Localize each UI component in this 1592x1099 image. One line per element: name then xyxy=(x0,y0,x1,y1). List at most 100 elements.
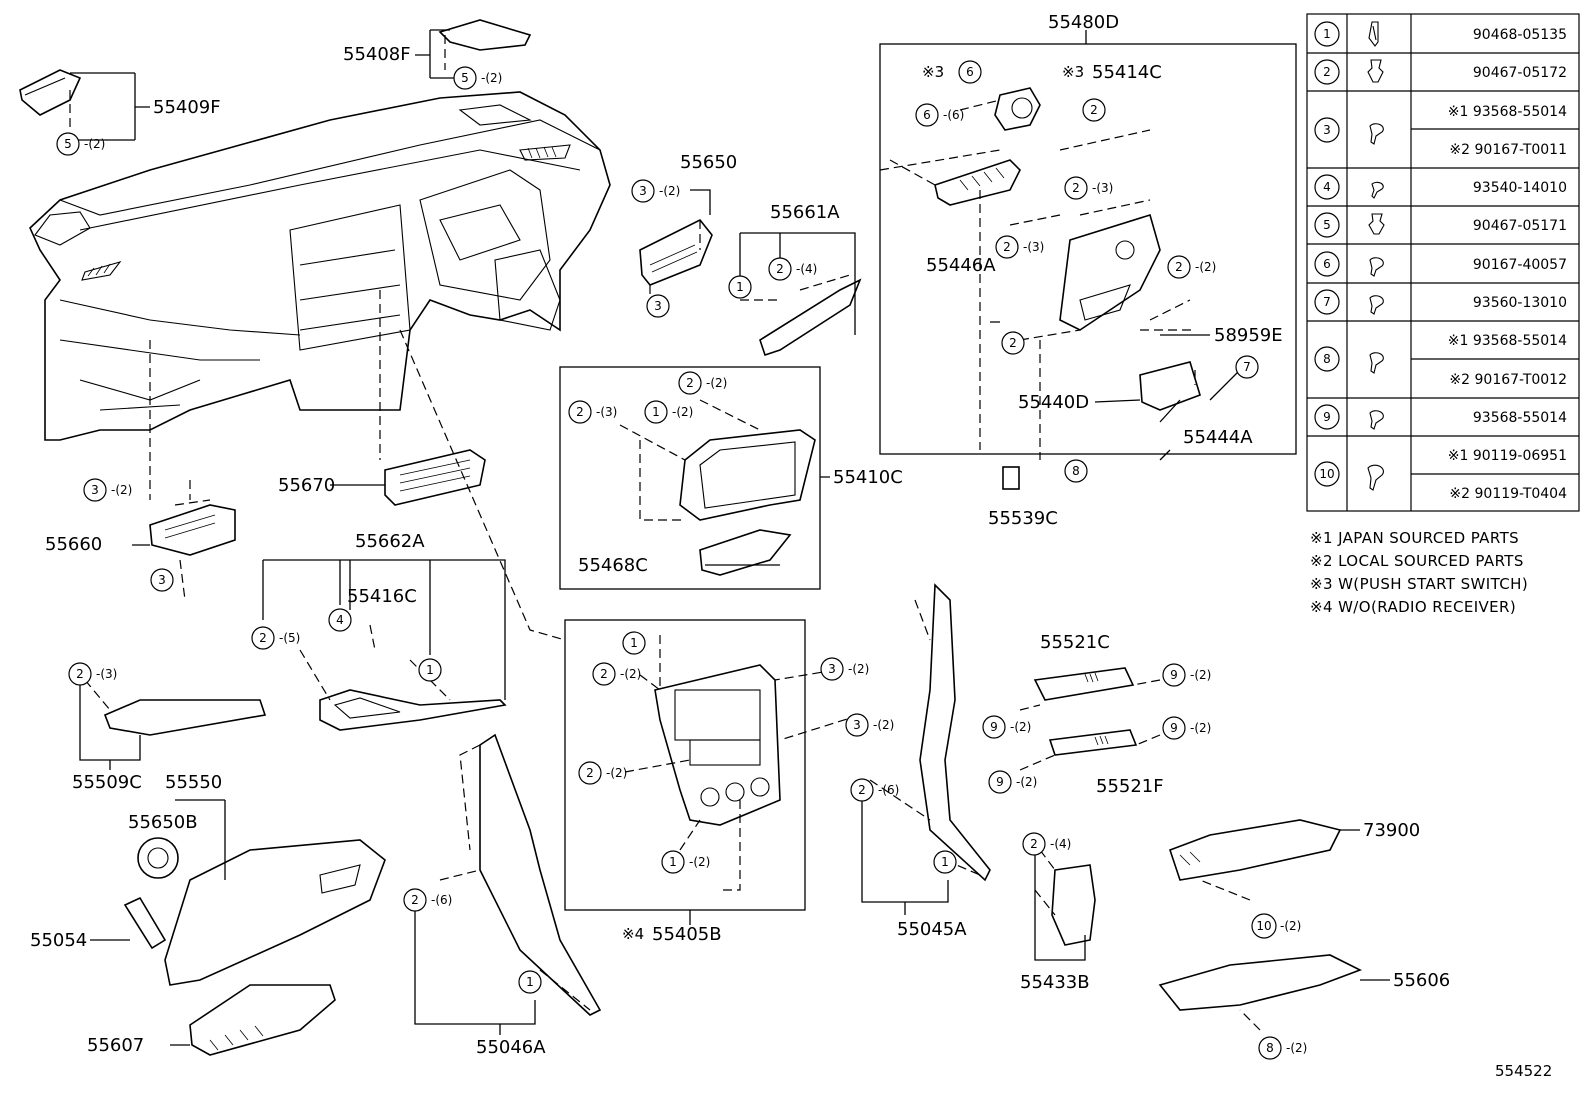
part-label-55662A: 55662A xyxy=(355,531,425,552)
part-55539C-drawing xyxy=(1002,466,1020,490)
svg-text:-(6): -(6) xyxy=(431,893,452,907)
table-row-4: 4 93540-14010 xyxy=(1314,174,1567,200)
svg-text:-(2): -(2) xyxy=(1016,775,1037,789)
part-label-55521F: 55521F xyxy=(1096,776,1164,797)
part-number: 93560-13010 xyxy=(1473,295,1567,311)
part-label-55521C: 55521C xyxy=(1040,632,1110,653)
row-number: 7 xyxy=(1323,295,1331,309)
part-label-55405B: 55405B xyxy=(652,924,722,945)
svg-text:-(3): -(3) xyxy=(96,667,117,681)
part-label-55410C: 55410C xyxy=(833,467,903,488)
svg-text:9: 9 xyxy=(990,720,998,734)
callout: 2-(2) xyxy=(578,761,627,785)
svg-text:2: 2 xyxy=(259,631,267,645)
callout: 3-(2) xyxy=(83,478,132,502)
callout: 2-(3) xyxy=(995,235,1044,259)
callout: 2-(2) xyxy=(592,662,641,686)
table-row-7: 7 93560-13010 xyxy=(1314,289,1567,315)
callout: 5-(2) xyxy=(56,132,105,156)
part-label-58959E: 58959E xyxy=(1214,325,1283,346)
part-label-55607: 55607 xyxy=(87,1035,144,1056)
part-number: ※2 90167-T0012 xyxy=(1449,372,1567,388)
svg-text:9: 9 xyxy=(1170,668,1178,682)
note-mark: ※4 xyxy=(622,925,644,943)
row-number: 1 xyxy=(1323,27,1331,41)
part-label-55550: 55550 xyxy=(165,772,222,793)
svg-text:3: 3 xyxy=(654,299,662,313)
svg-text:-(2): -(2) xyxy=(1010,720,1031,734)
row-number: 4 xyxy=(1323,180,1331,194)
note-mark: ※3 xyxy=(1062,63,1084,81)
callout: 1-(2) xyxy=(661,850,710,874)
row-number: 2 xyxy=(1323,65,1331,79)
svg-text:1: 1 xyxy=(941,855,949,869)
svg-text:-(6): -(6) xyxy=(943,108,964,122)
part-number: 90468-05135 xyxy=(1473,27,1567,43)
callout: 6-(6) xyxy=(915,103,964,127)
svg-text:-(4): -(4) xyxy=(796,262,817,276)
svg-text:-(2): -(2) xyxy=(706,376,727,390)
screw-icon xyxy=(1369,295,1384,315)
part-label-55409F: 55409F xyxy=(153,97,221,118)
callouts: 5-(2) 5-(2) 3-(2) 3 1 2-(4) 6 6-(6) 2 2-… xyxy=(56,60,1307,1060)
part-label-55440D: 55440D xyxy=(1018,392,1089,413)
note-3: ※3 W(PUSH START SWITCH) xyxy=(1310,575,1528,593)
part-55662A-drawing xyxy=(319,689,507,731)
diagram-reference: 554522 xyxy=(1495,1062,1552,1080)
part-number: ※1 93568-55014 xyxy=(1448,104,1567,120)
callout: 1 xyxy=(518,970,542,994)
part-label-73900: 73900 xyxy=(1363,820,1420,841)
svg-text:-(4): -(4) xyxy=(1050,837,1071,851)
callout: 7 xyxy=(1235,355,1259,379)
table-row-3: 3 ※1 93568-55014 ※2 90167-T0011 xyxy=(1314,104,1567,158)
screw-icon xyxy=(1369,257,1384,277)
table-row-2: 2 90467-05172 xyxy=(1314,59,1567,85)
part-55660-drawing xyxy=(149,504,236,556)
svg-text:5: 5 xyxy=(461,71,469,85)
part-label-55416C: 55416C xyxy=(347,586,417,607)
svg-text:-(2): -(2) xyxy=(606,766,627,780)
svg-text:-(2): -(2) xyxy=(481,71,502,85)
part-number: ※1 93568-55014 xyxy=(1448,333,1567,349)
callout: 3-(2) xyxy=(845,713,894,737)
svg-text:9: 9 xyxy=(1170,721,1178,735)
svg-text:-(6): -(6) xyxy=(878,783,899,797)
callout: 2-(6) xyxy=(403,888,452,912)
part-label-55446A: 55446A xyxy=(926,255,996,276)
callout: 2 -(6) xyxy=(850,778,899,802)
callout: 2-(4) xyxy=(768,257,817,281)
part-number: 90467-05172 xyxy=(1473,65,1567,81)
callout: 9 -(2) xyxy=(982,715,1031,739)
svg-text:2: 2 xyxy=(1072,181,1080,195)
svg-text:3: 3 xyxy=(91,483,99,497)
part-55414C-drawing xyxy=(994,87,1041,131)
callout: 2-(3) xyxy=(1064,176,1113,200)
svg-text:1: 1 xyxy=(526,975,534,989)
svg-text:1: 1 xyxy=(630,636,638,650)
svg-text:3: 3 xyxy=(639,184,647,198)
svg-text:2: 2 xyxy=(1030,837,1038,851)
part-55446A-drawing xyxy=(934,159,1021,206)
screw-icon xyxy=(1369,410,1384,430)
svg-text:1: 1 xyxy=(736,280,744,294)
svg-text:2: 2 xyxy=(858,783,866,797)
svg-text:2: 2 xyxy=(1175,260,1183,274)
part-55650B-drawing xyxy=(137,837,179,879)
svg-text:-(2): -(2) xyxy=(1280,919,1301,933)
part-label-55661A: 55661A xyxy=(770,202,840,223)
part-55405B-drawing xyxy=(654,664,781,826)
screw-icon xyxy=(1371,181,1384,199)
svg-text:-(2): -(2) xyxy=(672,405,693,419)
svg-text:2: 2 xyxy=(1003,240,1011,254)
part-55661A-drawing xyxy=(759,278,862,357)
svg-text:-(3): -(3) xyxy=(596,405,617,419)
part-label-55650: 55650 xyxy=(680,152,737,173)
callout: 2-(2) xyxy=(1167,255,1216,279)
row-number: 8 xyxy=(1323,352,1331,366)
part-label-55046A: 55046A xyxy=(476,1037,546,1058)
svg-text:2: 2 xyxy=(1090,103,1098,117)
table-row-10: 10 ※1 90119-06951 ※2 90119-T0404 xyxy=(1314,448,1567,502)
part-label-55045A: 55045A xyxy=(897,919,967,940)
svg-text:-(2): -(2) xyxy=(620,667,641,681)
